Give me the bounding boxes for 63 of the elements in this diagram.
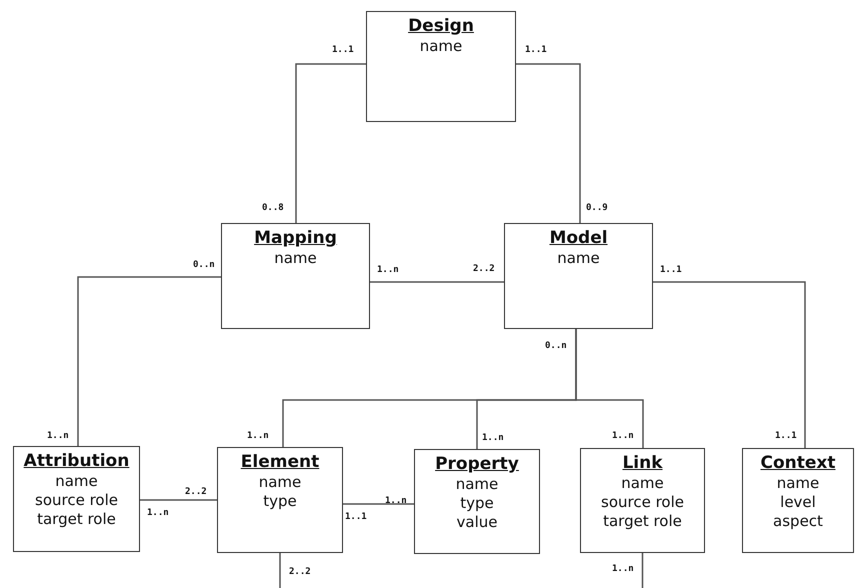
attribute-text: aspect — [772, 512, 824, 531]
association-line — [370, 281, 504, 283]
multiplicity-label: 1..n — [482, 433, 504, 443]
entity-box — [13, 446, 140, 552]
attribute-text: type — [459, 494, 495, 513]
multiplicity-label: 1..1 — [332, 45, 354, 55]
association-line — [575, 329, 644, 448]
multiplicity-label: 1..1 — [775, 431, 797, 441]
attribute-text: type — [262, 492, 298, 511]
entity-name: Context — [759, 453, 836, 474]
attribute-text: name — [418, 37, 464, 56]
entity-name: Element — [240, 452, 320, 473]
association-line — [653, 281, 806, 448]
entity-box — [580, 448, 705, 553]
entity-name: Link — [621, 453, 664, 474]
association-line — [140, 499, 217, 501]
multiplicity-label: 1..1 — [345, 512, 367, 522]
attribute-text: name — [620, 474, 665, 493]
entity-box — [414, 449, 540, 554]
association-line — [77, 276, 221, 446]
multiplicity-label: 1..n — [377, 265, 399, 275]
attribute-text: value — [456, 513, 498, 532]
attribute-text: target role — [602, 512, 683, 531]
multiplicity-label: 2..2 — [289, 567, 311, 577]
multiplicity-label: 1..n — [147, 508, 169, 518]
association-line — [295, 63, 366, 223]
association-line — [279, 553, 281, 588]
entity-name: Property — [434, 454, 520, 475]
multiplicity-label: 0..n — [545, 341, 567, 351]
entity-name: Attribution — [22, 451, 130, 472]
entity-box — [504, 223, 653, 329]
association-line — [642, 553, 644, 588]
attribute-text: name — [258, 473, 302, 492]
attribute-text: source role — [600, 493, 685, 512]
multiplicity-label: 0..9 — [586, 203, 608, 213]
multiplicity-label: 0..n — [193, 260, 215, 270]
attribute-text: target role — [36, 510, 117, 529]
attribute-text: source role — [34, 491, 119, 510]
multiplicity-label: 1..1 — [660, 265, 682, 275]
attribute-text: name — [556, 249, 601, 268]
multiplicity-label: 2..2 — [473, 264, 495, 274]
attribute-text: level — [779, 493, 817, 512]
entity-name: Mapping — [253, 228, 338, 249]
attribute-text: name — [776, 474, 820, 493]
entity-box — [742, 448, 854, 553]
multiplicity-label: 1..n — [47, 431, 69, 441]
entity-name: Model — [548, 228, 609, 249]
multiplicity-label: 1..n — [247, 431, 269, 441]
entity-box — [366, 11, 516, 122]
multiplicity-label: 1..1 — [525, 45, 547, 55]
attribute-text: name — [454, 475, 500, 494]
multiplicity-label: 1..n — [612, 431, 634, 441]
multiplicity-label: 2..2 — [185, 487, 207, 497]
multiplicity-label: 1..n — [385, 496, 407, 506]
attribute-text: name — [273, 249, 318, 268]
entity-name: Design — [407, 16, 475, 37]
multiplicity-label: 0..8 — [262, 203, 284, 213]
association-line — [343, 503, 414, 505]
attribute-text: name — [54, 472, 99, 491]
entity-box — [217, 447, 343, 553]
association-line — [516, 63, 581, 223]
entity-box — [221, 223, 370, 329]
multiplicity-label: 1..n — [612, 564, 634, 574]
